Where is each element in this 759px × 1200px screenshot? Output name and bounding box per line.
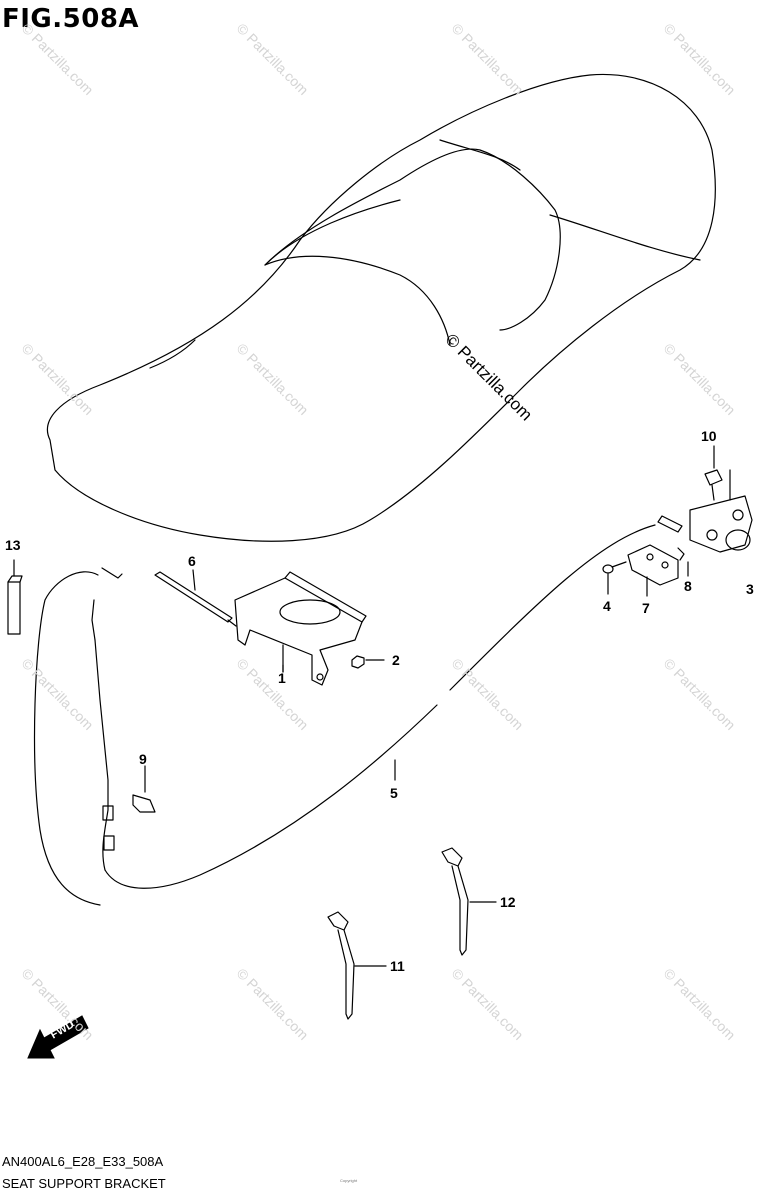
callout-11: 11	[390, 958, 405, 974]
part-4-drawing	[602, 561, 627, 595]
callout-12: 12	[500, 894, 516, 910]
part-5-cable	[33, 515, 683, 906]
callout-8: 8	[684, 578, 692, 594]
part-8-drawing	[677, 547, 689, 577]
part-7-drawing	[627, 544, 679, 597]
callout-6: 6	[188, 553, 196, 569]
part-1-drawing	[234, 571, 367, 686]
callout-3: 3	[746, 581, 754, 597]
diagram-caption: SEAT SUPPORT BRACKET	[2, 1176, 166, 1191]
fine-print: Copyright	[340, 1178, 358, 1183]
figure-title: FIG.508A	[2, 4, 140, 34]
callout-4: 4	[603, 598, 611, 614]
fwd-arrow-icon	[27, 1015, 89, 1059]
callout-2: 2	[392, 652, 400, 668]
part-13-drawing	[7, 559, 23, 635]
part-2-drawing	[351, 655, 385, 669]
seat-drawing	[46, 73, 716, 542]
diagram-code: AN400AL6_E28_E33_508A	[2, 1154, 164, 1169]
callout-10: 10	[701, 428, 717, 444]
callout-5: 5	[390, 785, 398, 801]
callout-1: 1	[278, 670, 286, 686]
callout-13: 13	[5, 537, 21, 553]
part-11-drawing	[327, 911, 387, 1020]
part-3-drawing	[689, 469, 753, 553]
part-12-drawing	[441, 847, 497, 956]
part-9-drawing	[132, 765, 156, 813]
part-6-drawing	[154, 569, 237, 627]
part-10-drawing	[704, 445, 723, 501]
callout-9: 9	[139, 751, 147, 767]
callout-7: 7	[642, 600, 650, 616]
